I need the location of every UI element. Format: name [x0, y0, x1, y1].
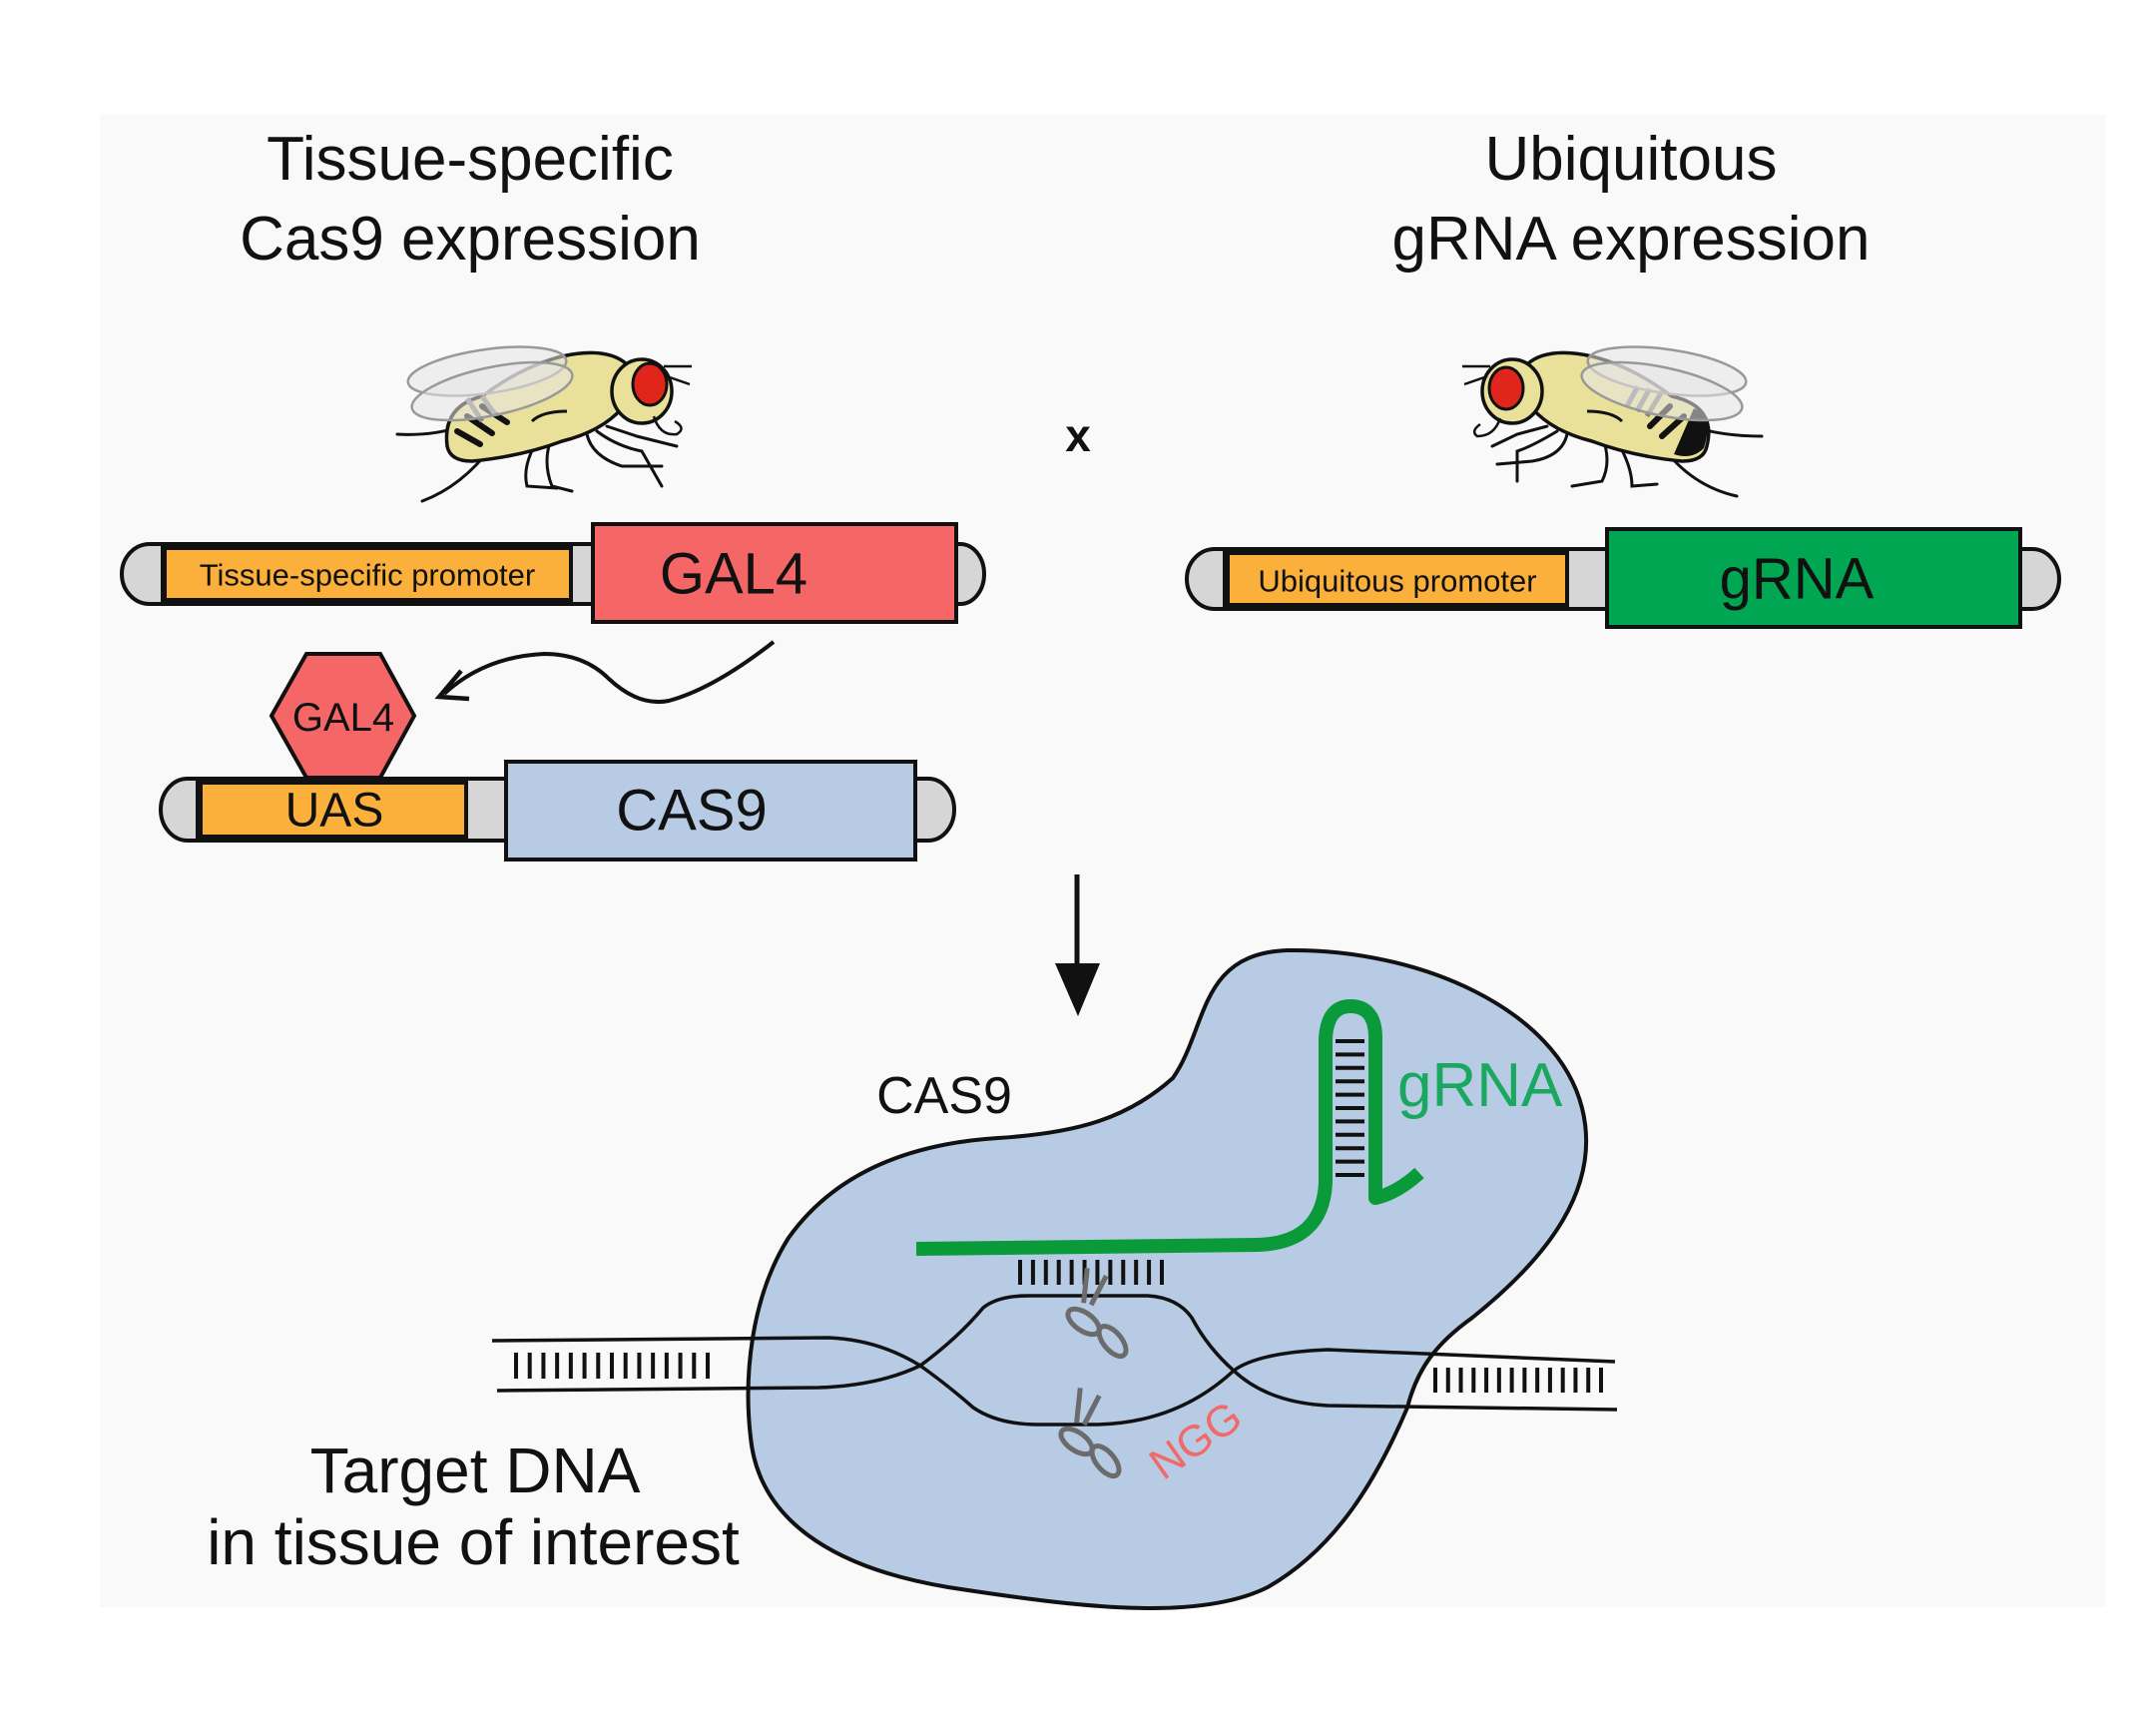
- backbone-left-cap: [120, 542, 165, 606]
- dna-left-ticks: [514, 1353, 710, 1379]
- target-dna-label-line1: Target DNA: [310, 1434, 641, 1506]
- grna-strand: [915, 999, 1424, 1256]
- cas9-protein-label: CAS9: [876, 1067, 1012, 1125]
- scissors-icon: [1065, 1268, 1129, 1360]
- left-title: Tissue-specific Cas9 expression: [240, 125, 701, 274]
- left-title-line2: Cas9 expression: [240, 205, 701, 274]
- responder-construct: UAS CAS9 GAL4: [159, 652, 956, 861]
- backbone-right-cap: [911, 777, 956, 843]
- tissue-specific-promoter-label: Tissue-specific promoter: [200, 558, 536, 593]
- backbone-left-cap: [159, 777, 202, 843]
- right-title-line1: Ubiquitous: [1485, 125, 1778, 194]
- grna-gene-label: gRNA: [1720, 547, 1875, 612]
- gal4-protein-hexagon: [269, 652, 417, 780]
- backbone-right-cap: [2016, 547, 2061, 611]
- right-title: Ubiquitous gRNA expression: [1391, 125, 1870, 274]
- grna-label: gRNA: [1397, 1051, 1563, 1120]
- cas9-gene: [504, 760, 917, 861]
- uas-label: UAS: [285, 785, 384, 838]
- gal4-protein-label: GAL4: [292, 696, 394, 740]
- tissue-specific-promoter: [163, 546, 573, 602]
- down-arrow-icon: [1055, 874, 1100, 1016]
- cas9-gene-label: CAS9: [616, 779, 768, 844]
- driver-construct: Tissue-specific promoter GAL4: [120, 522, 986, 624]
- gal4-gene: [591, 522, 958, 624]
- ubiquitous-promoter: [1226, 551, 1569, 607]
- target-dna-label-line2: in tissue of interest: [207, 1506, 740, 1578]
- grna-gene: [1605, 527, 2022, 629]
- dna-strand-top: [491, 1336, 1616, 1427]
- female-fly-icon: [395, 345, 692, 503]
- left-title-line1: Tissue-specific: [267, 125, 674, 194]
- dna-right-ticks: [1433, 1368, 1603, 1393]
- gal4-gene-label: GAL4: [660, 542, 808, 607]
- guide-construct: Ubiquitous promoter gRNA: [1185, 527, 2061, 629]
- gal4-expression-arrow: [434, 640, 776, 704]
- backbone-right-cap: [952, 542, 986, 606]
- male-fly-icon: [1462, 345, 1764, 498]
- backbone-left-cap: [1185, 547, 1229, 611]
- uas-element: [199, 781, 468, 839]
- target-dna: [491, 1294, 1618, 1427]
- dna-strand-bottom: [496, 1294, 1618, 1412]
- ubiquitous-promoter-label: Ubiquitous promoter: [1258, 564, 1536, 599]
- grna-hairpin-rungs: [1336, 1039, 1364, 1177]
- scissors-icon: [1058, 1388, 1122, 1479]
- right-title-line2: gRNA expression: [1391, 205, 1870, 274]
- cross-symbol: x: [1065, 409, 1091, 461]
